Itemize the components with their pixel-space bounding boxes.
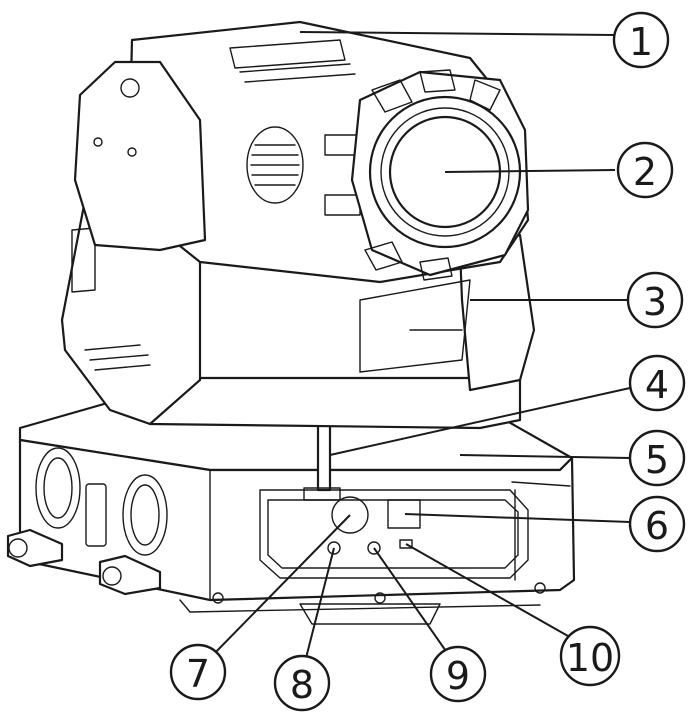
callout-label-7: 7 bbox=[186, 652, 210, 696]
callout-1: 1 bbox=[612, 11, 670, 69]
callout-label-5: 5 bbox=[645, 438, 669, 482]
callout-4: 4 bbox=[628, 354, 686, 412]
fixture-yoke bbox=[60, 193, 536, 430]
power-input-connector bbox=[331, 496, 369, 534]
callout-label-10: 10 bbox=[566, 636, 614, 680]
callout-10: 10 bbox=[559, 625, 621, 687]
callout-label-3: 3 bbox=[643, 280, 667, 324]
callout-3: 3 bbox=[626, 271, 684, 329]
callout-7: 7 bbox=[169, 643, 227, 701]
callout-label-1: 1 bbox=[629, 20, 653, 64]
callout-8: 8 bbox=[273, 654, 331, 712]
callout-label-4: 4 bbox=[645, 363, 669, 407]
indicator-led bbox=[399, 539, 413, 549]
callouts: 1 2 3 4 5 6 bbox=[169, 11, 686, 712]
callout-label-6: 6 bbox=[645, 504, 669, 548]
callout-2: 2 bbox=[616, 141, 674, 199]
callout-9: 9 bbox=[429, 645, 487, 703]
callout-label-2: 2 bbox=[633, 150, 657, 194]
callout-label-9: 9 bbox=[446, 654, 470, 698]
dmx-in-socket bbox=[327, 541, 341, 555]
fixture-head bbox=[73, 20, 530, 284]
dmx-out-socket bbox=[367, 541, 381, 555]
callout-6: 6 bbox=[628, 495, 686, 553]
callout-5: 5 bbox=[628, 429, 686, 487]
callout-label-8: 8 bbox=[290, 663, 314, 707]
